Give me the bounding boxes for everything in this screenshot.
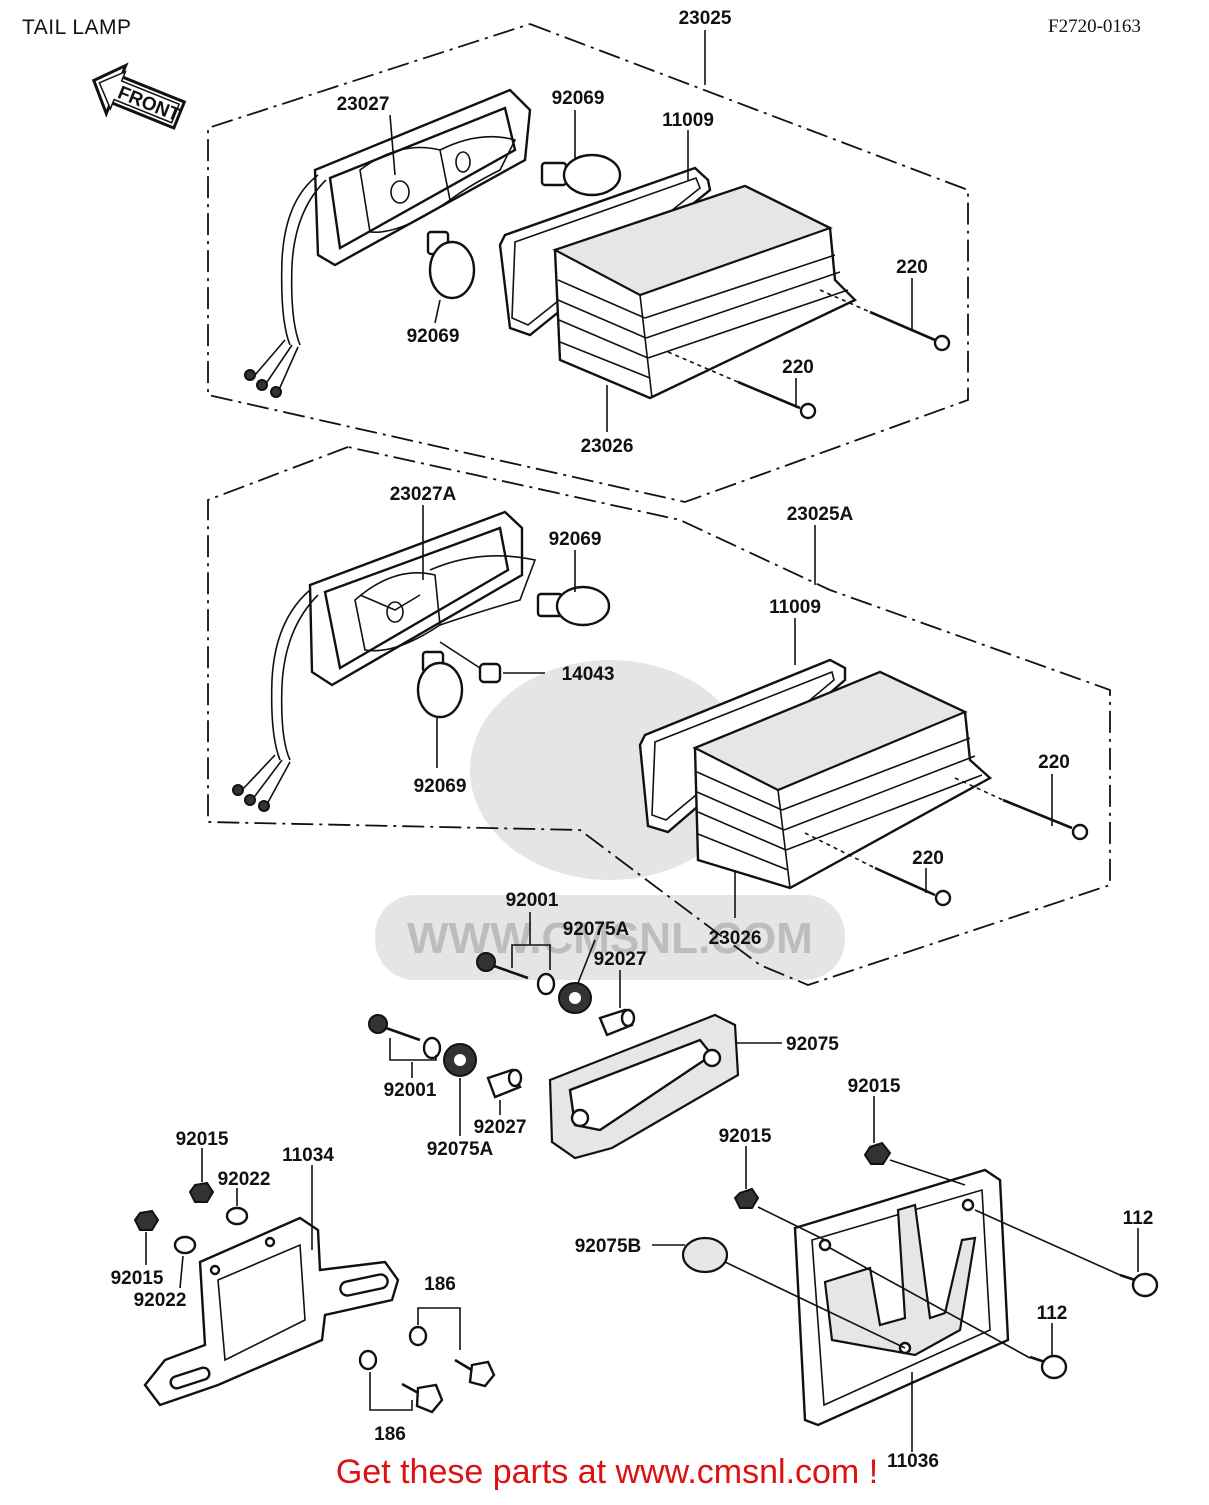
label-92075A-a: 92075A [563,919,630,940]
label-11009-b: 11009 [769,597,821,618]
license-plate-holder-11036: 92015 92015 92075B 112 112 11036 [575,1076,1159,1472]
label-92075: 92075 [786,1034,839,1055]
screw-220-a [819,289,951,352]
label-92027-b: 92027 [474,1117,527,1138]
lens-cover-23026-b [692,670,993,890]
screw-112-a [1119,1272,1159,1298]
nut-92015-c [863,1141,892,1165]
label-11009: 11009 [662,110,714,131]
mounting-bracket-parts: 92001 92075A 92027 92075 92001 92027 920… [368,890,839,1160]
label-92075A-b: 92075A [427,1139,494,1160]
label-23025A: 23025A [787,504,854,525]
screw-220-d [804,832,952,907]
bracket-11034-group: 92015 11034 92022 92015 92022 186 186 [111,1129,496,1445]
label-23027: 23027 [337,94,390,115]
cushion-92075B [681,1236,729,1274]
screw-112-b [1029,1354,1068,1380]
collar-92075A-b [443,1043,477,1077]
diagram-reference-code: F2720-0163 [1048,16,1141,37]
lamp-housing-23027 [244,88,532,398]
label-92015-d: 92015 [719,1126,772,1147]
bulb-92069-upper [540,153,622,197]
label-112-a: 112 [1123,1208,1154,1229]
bracket-11034 [143,1216,400,1407]
label-92069-upper: 92069 [552,88,605,109]
washer-92022-b [173,1235,197,1255]
label-186-b: 186 [374,1424,406,1445]
label-23026: 23026 [581,436,634,457]
label-92001-a: 92001 [506,890,559,911]
diagram-title: TAIL LAMP [22,16,132,39]
label-92069-lower: 92069 [407,326,460,347]
label-186-a: 186 [424,1274,456,1295]
watermark: WWW.CMSNL.COM [375,660,845,980]
label-92001-b: 92001 [384,1080,437,1101]
bulb-92069-lower-b [416,650,464,719]
label-92015-b: 92015 [111,1268,164,1289]
lens-cover-23026 [552,184,858,400]
grommet-14043 [439,641,545,684]
label-220-b: 220 [782,357,814,378]
label-92015-a: 92015 [176,1129,229,1150]
label-14043: 14043 [562,664,615,685]
label-112-b: 112 [1037,1303,1068,1324]
nut-92015-d [733,1187,760,1209]
label-23026-b: 23026 [709,928,762,949]
label-92027-a: 92027 [594,949,647,970]
screw-220-b [667,351,817,420]
label-11034: 11034 [282,1145,334,1166]
label-92022-a: 92022 [218,1169,271,1190]
bulb-92069-upper-b [536,585,611,627]
spacer-92027-a [598,1008,636,1037]
label-92022-b: 92022 [134,1290,187,1311]
label-23027A: 23027A [390,484,457,505]
label-23025: 23025 [679,8,732,29]
collar-92075A-a [558,982,592,1014]
promo-banner[interactable]: Get these parts at www.cmsnl.com ! [0,1453,1209,1492]
label-11036: 11036 [887,1451,939,1472]
lamp-housing-23027A [232,510,537,812]
screw-220-c [954,777,1089,841]
bulb-92069-lower [426,230,476,300]
assembly-23025: 23025 23027 92069 11009 92069 220 220 23… [207,8,969,503]
label-92075B: 92075B [575,1236,642,1257]
label-92069-lower-b: 92069 [414,776,467,797]
spacer-92027-b [486,1068,523,1099]
nut-92015-b [133,1209,160,1231]
bolt-186-b [358,1349,444,1414]
assembly-23025A: 23027A 92069 23025A 11009 14043 92069 22… [207,446,1111,986]
promo-link-text[interactable]: Get these parts at www.cmsnl.com ! [335,1453,879,1491]
label-92069-upper-b: 92069 [549,529,602,550]
bolt-186-a [408,1307,496,1388]
label-92015-c: 92015 [848,1076,901,1097]
label-220-a: 220 [896,257,928,278]
nut-92015-a [188,1181,215,1203]
bolt-92001-a [476,944,556,996]
bolt-92001-b [368,1014,442,1061]
label-220-d: 220 [912,848,944,869]
label-220-c: 220 [1038,752,1070,773]
lamp-base-92075 [548,1013,740,1160]
front-arrow-icon: FRONT [91,62,187,130]
washer-92022-a [225,1206,249,1226]
